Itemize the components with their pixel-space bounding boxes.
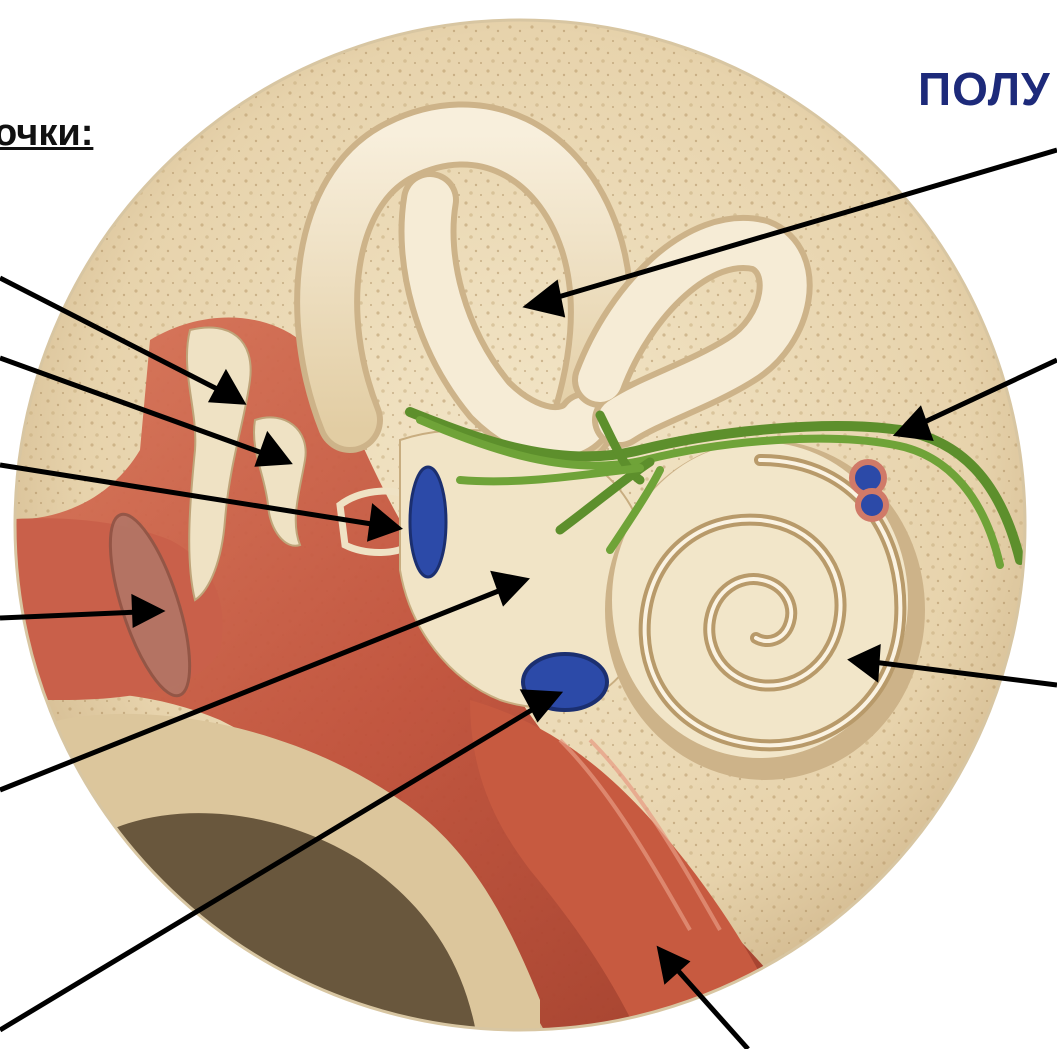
cochlear-duct-section	[852, 462, 886, 519]
label-top-left: очки:	[0, 112, 93, 155]
label-top-right: ПОЛУ	[918, 62, 1051, 116]
oval-window	[410, 467, 446, 577]
